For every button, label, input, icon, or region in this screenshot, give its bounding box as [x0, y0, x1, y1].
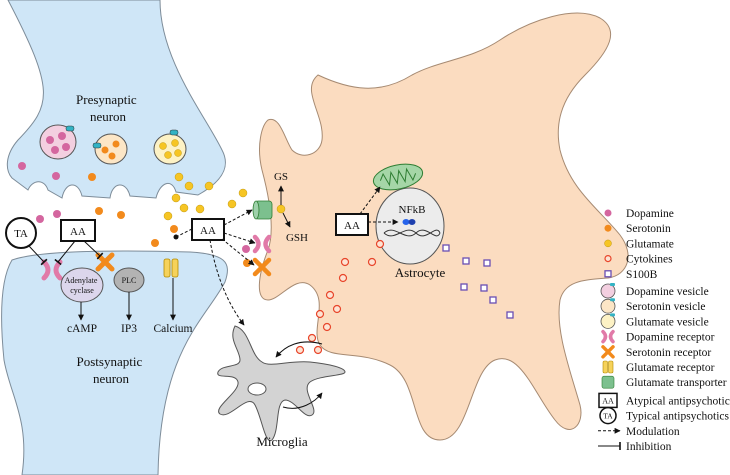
aa-label-main: AA	[200, 225, 216, 237]
calcium-label: Calcium	[154, 323, 193, 335]
gsh-label: GSH	[286, 232, 308, 244]
microglia-label: Microglia	[256, 434, 307, 449]
aa-drug-box-astro	[335, 213, 369, 236]
serotonin-dot-icon	[604, 224, 612, 232]
microglia	[217, 325, 346, 441]
postsynaptic-neuron	[1, 250, 228, 475]
aa-legend-badge: AA	[602, 396, 614, 405]
aa-box-icon: AA	[598, 392, 618, 409]
legend-label: Cytokines	[626, 254, 673, 266]
microglia-to-astro-arrow	[282, 392, 323, 409]
glutamate-transporter-icon	[601, 375, 615, 389]
glutamate-receptor-post	[163, 258, 179, 278]
legend-label: Glutamate receptor	[626, 362, 715, 374]
serotonin-vesicle	[92, 133, 128, 165]
svg-text:Adenylate cyclase: Adenylate cyclase	[65, 276, 100, 295]
ip3-label: IP3	[121, 323, 137, 335]
ta-inhibits-dopamine	[28, 245, 48, 266]
glutamate-receptor-icon	[602, 360, 614, 374]
dopamine-receptor-icon	[601, 329, 615, 344]
legend-label: Serotonin vesicle	[626, 301, 706, 313]
svg-text:Presynaptic neuron: Presynaptic neuron	[76, 92, 140, 124]
camp-label: cAMP	[67, 323, 97, 335]
presynaptic-label-line2: neuron	[90, 109, 127, 124]
astro-to-microglia-arrow	[275, 341, 323, 358]
svg-text:Postsynaptic neuron: Postsynaptic neuron	[77, 354, 146, 386]
dopamine-vesicle	[39, 124, 77, 160]
ta-circle-icon: TA	[599, 406, 617, 425]
dopamine-vesicle-icon	[600, 283, 616, 299]
cytokine-circle-icon	[604, 255, 612, 263]
legend-label: Glutamate vesicle	[626, 316, 709, 328]
ta-drug-circle	[5, 217, 37, 249]
gsh-arrow	[282, 212, 291, 228]
aa-label-astro: AA	[344, 220, 360, 232]
serotonin-receptor-icon	[601, 345, 615, 359]
dopamine-dot-icon	[604, 209, 612, 217]
astrocyte-nucleus	[375, 187, 445, 265]
cleft-neurotransmitters	[18, 162, 248, 247]
aa-inhibits-dopamine	[54, 240, 76, 266]
legend-label: Glutamate	[626, 238, 674, 250]
legend: DopamineSerotoninGlutamateCytokinesS100B…	[598, 208, 730, 453]
microglia-nucleus	[247, 382, 267, 396]
mitochondrion-icon	[372, 163, 424, 191]
ta-label: TA	[14, 228, 28, 240]
gs-label: GS	[274, 171, 288, 183]
aa-label-synapse: AA	[70, 226, 86, 238]
s100b-proteins	[442, 244, 514, 319]
postsynaptic-label-line1: Postsynaptic	[77, 354, 143, 369]
legend-label: Typical antipsychotics	[626, 411, 730, 423]
nfkb-dimer-icon	[402, 219, 410, 225]
serotonin-receptor-astro	[252, 257, 272, 277]
astrocyte-label: Astrocyte	[395, 265, 446, 280]
postsynaptic-label-line2: neuron	[93, 371, 130, 386]
dopamine-receptor-astro	[252, 234, 272, 254]
glutamate-vesicle-icon	[600, 313, 616, 329]
nfkb-label: NFkB	[399, 204, 426, 216]
glutamate-dot-icon	[604, 239, 612, 248]
legend-label: Inhibition	[626, 441, 672, 453]
s100b-square-icon	[604, 270, 612, 278]
adenylate-cyclase	[60, 267, 104, 303]
serotonin-vesicle-icon	[600, 298, 616, 314]
legend-label: Atypical antipsychotics	[626, 395, 730, 407]
adenylate-label-line2: cyclase	[70, 286, 94, 295]
glutamate-transporter	[252, 200, 273, 220]
aa-drug-box-synapse	[60, 219, 96, 242]
legend-label: Dopamine vesicle	[626, 286, 709, 298]
legend-label: Modulation	[626, 426, 680, 438]
legend-label: Serotonin	[626, 223, 671, 235]
legend-label: Dopamine	[626, 208, 674, 220]
legend-label: Glutamate transporter	[626, 377, 727, 389]
legend-label: Serotonin receptor	[626, 347, 711, 359]
legend-label: S100B	[626, 269, 658, 281]
modulation-arrows	[209, 186, 399, 326]
plc-label: PLC	[122, 276, 137, 285]
glutamate-vesicle	[153, 129, 187, 165]
adenylate-label-line1: Adenylate	[65, 276, 98, 285]
aa-inhibits-serotonin	[83, 240, 104, 260]
ta-legend-badge: TA	[603, 412, 613, 421]
legend-label: Dopamine receptor	[626, 332, 715, 344]
presynaptic-label-line1: Presynaptic	[76, 92, 137, 107]
